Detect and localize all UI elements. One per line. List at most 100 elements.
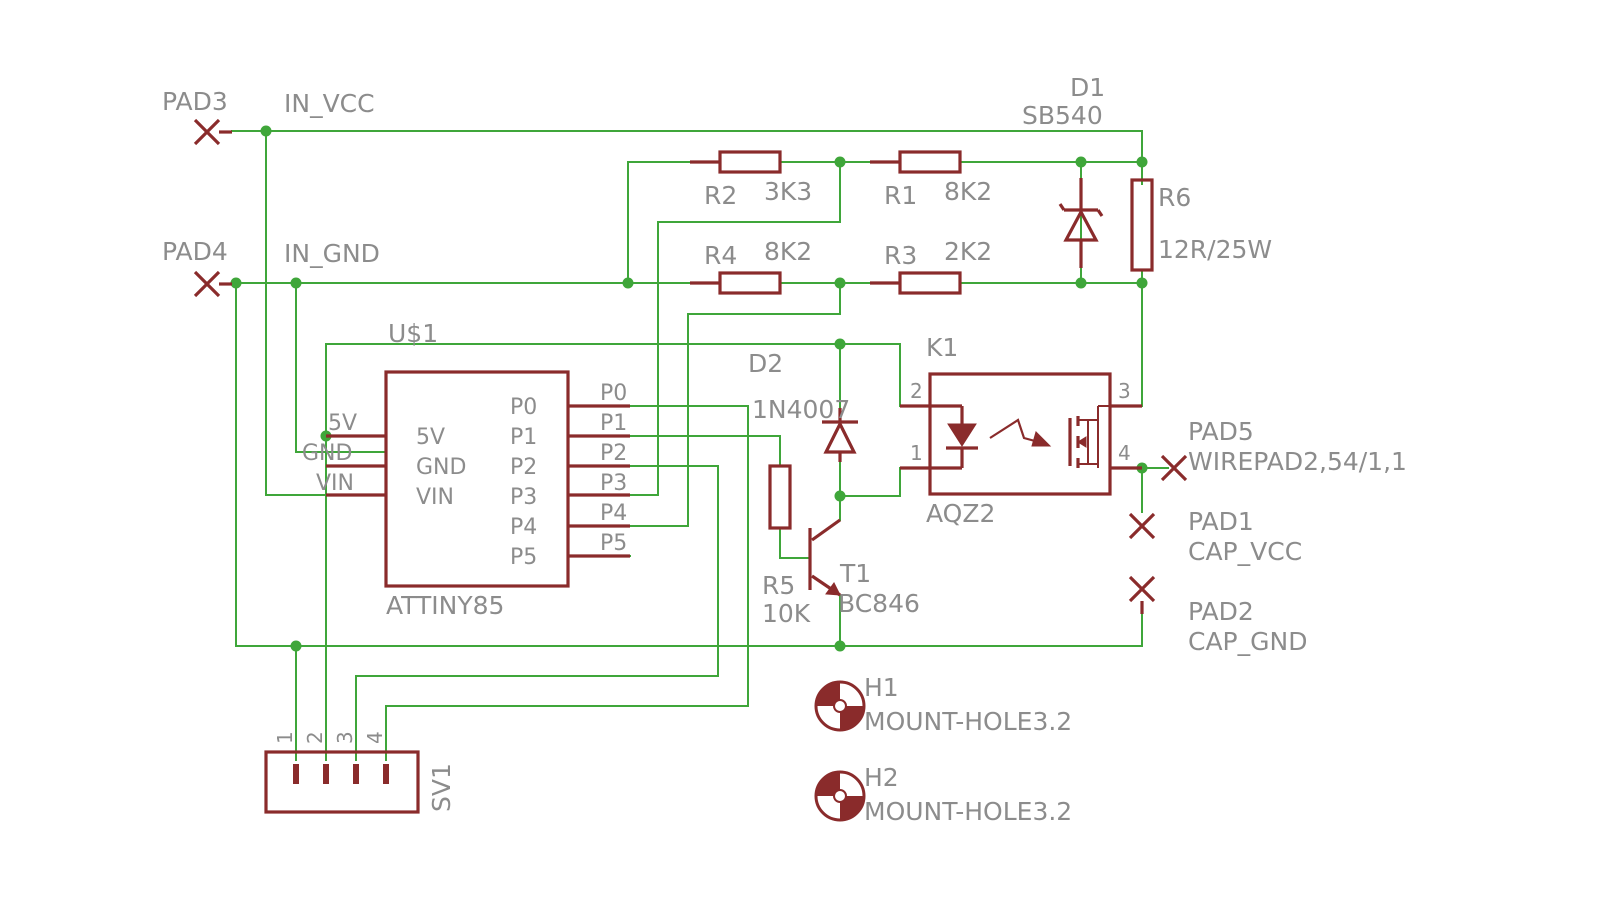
h1-name-label: H1 bbox=[864, 673, 899, 702]
k1-value-label: AQZ2 bbox=[926, 499, 995, 528]
junction bbox=[834, 277, 846, 289]
sv1-pin-labels: 1 2 3 4 bbox=[273, 731, 387, 744]
ic-outer-gnd-label: GND bbox=[302, 441, 352, 466]
ic-inner-gnd-label: GND bbox=[416, 455, 466, 480]
junction bbox=[290, 277, 302, 289]
wire-gnd bbox=[295, 282, 387, 453]
t1-name-label: T1 bbox=[839, 559, 871, 588]
junction bbox=[290, 640, 302, 652]
wire-in-vcc bbox=[231, 130, 1143, 163]
wire-r5-base bbox=[779, 527, 811, 559]
sv1-pin1-label: 1 bbox=[273, 731, 297, 744]
pad1-value-label: CAP_VCC bbox=[1188, 537, 1302, 566]
ic-pin-labels: 5V GND VIN 5V GND VIN P0 P1 P2 P3 P4 P5 … bbox=[302, 381, 627, 570]
h2-mount-hole-icon bbox=[814, 770, 866, 822]
junction bbox=[1136, 277, 1148, 289]
pad3-symbol[interactable] bbox=[193, 118, 232, 146]
k1-pin2-label: 2 bbox=[910, 379, 923, 403]
r6-value-label: 12R/25W bbox=[1158, 235, 1272, 264]
r5-value-label: 10K bbox=[762, 599, 811, 628]
ic-outer-p2-label: P2 bbox=[600, 441, 627, 466]
k1-pin1-label: 1 bbox=[910, 441, 923, 465]
pad1-name-label: PAD1 bbox=[1188, 507, 1254, 536]
ic-inner-vin-label: VIN bbox=[416, 485, 454, 510]
pad4-symbol[interactable] bbox=[193, 270, 232, 298]
d2-name-label: D2 bbox=[748, 349, 783, 378]
sv1-connector[interactable] bbox=[264, 750, 420, 814]
pad2-symbol[interactable] bbox=[1128, 575, 1156, 614]
ic-outer-p5-label: P5 bbox=[600, 531, 627, 556]
ic-outer-p0-label: P0 bbox=[600, 381, 627, 406]
wire-p2 bbox=[355, 465, 719, 761]
h2-value-label: MOUNT-HOLE3.2 bbox=[864, 797, 1072, 826]
r2-value-label: 3K3 bbox=[764, 177, 812, 206]
ic-outer-p4-label: P4 bbox=[600, 501, 627, 526]
r1-value-label: 8K2 bbox=[944, 177, 992, 206]
junction bbox=[834, 490, 846, 502]
wire-p0 bbox=[385, 405, 749, 761]
ic-inner-p4-label: P4 bbox=[510, 515, 537, 540]
wire-p4 bbox=[629, 282, 841, 527]
ic-outer-p1-label: P1 bbox=[600, 411, 627, 436]
ic-inner-p0-label: P0 bbox=[510, 395, 537, 420]
ic-outer-vin-label: VIN bbox=[316, 471, 354, 496]
r4-value-label: 8K2 bbox=[764, 237, 812, 266]
junction bbox=[1075, 156, 1087, 168]
sv1-name-label: SV1 bbox=[427, 763, 456, 812]
r3-resistor[interactable] bbox=[870, 271, 962, 295]
in-gnd-label: IN_GND bbox=[284, 239, 380, 268]
u1-name-label: U$1 bbox=[388, 319, 438, 348]
r3-name-label: R3 bbox=[884, 241, 917, 270]
wire-p3 bbox=[629, 161, 841, 496]
labels: PAD3 IN_VCC PAD4 IN_GND D1 SB540 R2 3K3 … bbox=[162, 73, 1407, 826]
k1-relay[interactable] bbox=[900, 372, 1142, 496]
r4-resistor[interactable] bbox=[690, 271, 782, 295]
r4-name-label: R4 bbox=[704, 241, 737, 270]
d2-value-label: 1N4007 bbox=[752, 395, 850, 424]
junction bbox=[1136, 156, 1148, 168]
pad5-name-label: PAD5 bbox=[1188, 417, 1254, 446]
pad5-symbol[interactable] bbox=[1160, 454, 1188, 482]
sv1-pin2-label: 2 bbox=[303, 731, 327, 744]
ic-outer-5v-label: 5V bbox=[328, 411, 357, 436]
attiny85-ic[interactable] bbox=[326, 370, 630, 588]
r3-value-label: 2K2 bbox=[944, 237, 992, 266]
pad2-value-label: CAP_GND bbox=[1188, 627, 1307, 656]
k1-pin4-label: 4 bbox=[1118, 441, 1131, 465]
wire-k1-pin1 bbox=[839, 467, 931, 497]
in-vcc-label: IN_VCC bbox=[284, 89, 375, 118]
d1-name-label: D1 bbox=[1070, 73, 1105, 102]
h1-mount-hole-icon bbox=[814, 680, 866, 732]
sv1-pin4-label: 4 bbox=[363, 731, 387, 744]
junction bbox=[834, 156, 846, 168]
junction bbox=[834, 338, 846, 350]
r1-resistor[interactable] bbox=[870, 150, 962, 174]
ic-inner-p1-label: P1 bbox=[510, 425, 537, 450]
wires bbox=[231, 130, 1169, 761]
junctions bbox=[230, 125, 1148, 652]
junction bbox=[1075, 277, 1087, 289]
d1-diode[interactable] bbox=[1058, 178, 1104, 268]
ic-outer-p3-label: P3 bbox=[600, 471, 627, 496]
ic-inner-5v-label: 5V bbox=[416, 425, 445, 450]
t1-transistor[interactable] bbox=[808, 518, 841, 597]
r5-resistor[interactable] bbox=[768, 464, 792, 530]
r2-resistor[interactable] bbox=[690, 150, 782, 174]
junction bbox=[260, 125, 272, 137]
h2-name-label: H2 bbox=[864, 763, 899, 792]
pad3-label: PAD3 bbox=[162, 87, 228, 116]
u1-value-label: ATTINY85 bbox=[386, 591, 504, 620]
d2-diode[interactable] bbox=[822, 408, 858, 462]
t1-value-label: BC846 bbox=[838, 589, 920, 618]
k1-pin3-label: 3 bbox=[1118, 379, 1131, 403]
junction bbox=[622, 277, 634, 289]
r2-name-label: R2 bbox=[704, 181, 737, 210]
r6-resistor[interactable] bbox=[1130, 178, 1154, 272]
pad1-symbol[interactable] bbox=[1128, 512, 1156, 540]
pad4-label: PAD4 bbox=[162, 237, 228, 266]
relay-pin-labels: 1 2 3 4 bbox=[910, 379, 1131, 465]
ic-inner-p2-label: P2 bbox=[510, 455, 537, 480]
k1-name-label: K1 bbox=[926, 333, 958, 362]
r6-name-label: R6 bbox=[1158, 183, 1191, 212]
